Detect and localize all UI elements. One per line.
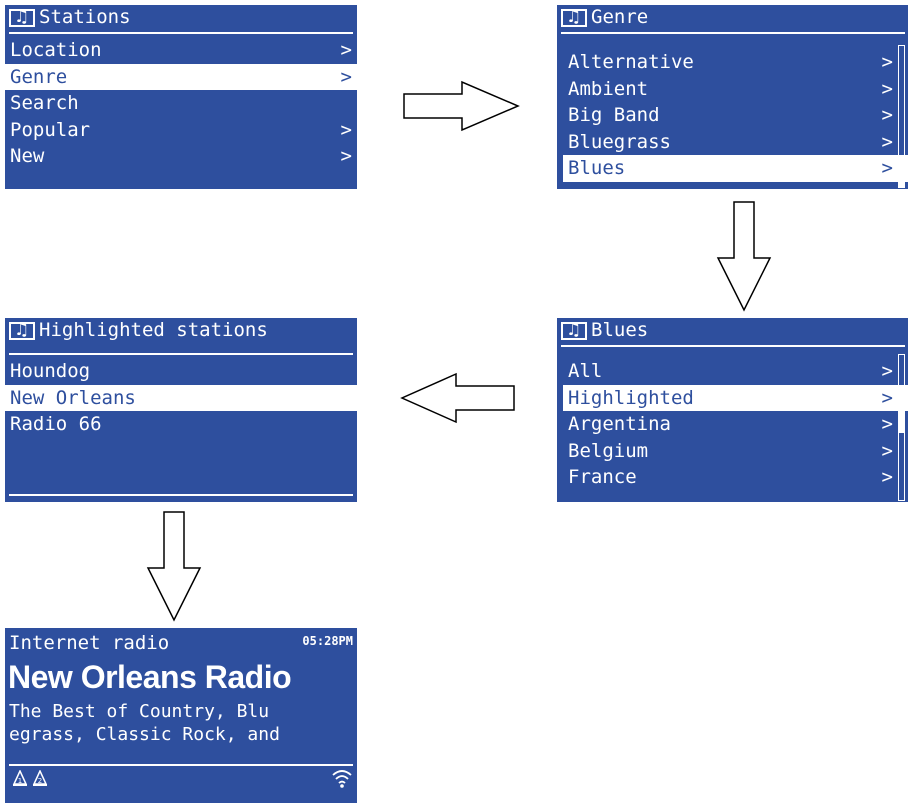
menu-item-label: All bbox=[568, 360, 603, 382]
header-divider bbox=[9, 32, 353, 34]
scrollbar[interactable] bbox=[898, 354, 905, 501]
menu-item[interactable]: Alternative > bbox=[563, 49, 908, 76]
music-note-icon bbox=[561, 6, 587, 28]
music-note-icon bbox=[9, 319, 35, 341]
chevron-right-icon: > bbox=[340, 39, 352, 61]
arrow-left-icon bbox=[400, 372, 515, 424]
menu-item[interactable]: New > bbox=[5, 143, 357, 170]
blues-header: Blues bbox=[561, 318, 905, 343]
chevron-right-icon: > bbox=[881, 466, 893, 488]
music-note-icon bbox=[9, 6, 35, 28]
blues-list: All>Highlighted>Argentina>Belgium>France… bbox=[563, 358, 908, 491]
genre-header: Genre bbox=[561, 5, 905, 30]
station-name: New Orleans Radio bbox=[8, 659, 292, 695]
menu-item-label: Big Band bbox=[568, 104, 660, 126]
screen-title: Blues bbox=[591, 319, 649, 341]
chevron-right-icon: > bbox=[340, 145, 352, 167]
menu-item-label: Genre bbox=[10, 65, 68, 88]
menu-item[interactable]: Popular > bbox=[5, 117, 357, 144]
screen-title: Highlighted stations bbox=[39, 319, 268, 341]
arrow-down-icon bbox=[146, 511, 202, 622]
description-line-1: The Best of Country, Blu bbox=[9, 701, 270, 722]
menu-item[interactable]: Big Band > bbox=[563, 102, 908, 129]
description-line-2: egrass, Classic Rock, and bbox=[9, 724, 280, 745]
header-divider bbox=[9, 353, 353, 355]
scrollbar-thumb[interactable] bbox=[899, 393, 904, 433]
menu-item-label: Argentina bbox=[568, 413, 671, 435]
menu-item-label: Highlighted bbox=[568, 386, 694, 409]
chevron-right-icon: > bbox=[881, 439, 893, 462]
alarm-1-number: 1 bbox=[18, 777, 22, 785]
chevron-right-icon: > bbox=[881, 386, 893, 409]
menu-item-label: Blues bbox=[568, 157, 626, 179]
menu-item[interactable]: Search bbox=[5, 90, 357, 117]
screen-title: Genre bbox=[591, 6, 649, 28]
menu-item[interactable]: Location > bbox=[5, 37, 357, 64]
menu-item-label: Bluegrass bbox=[568, 130, 671, 153]
header-divider bbox=[561, 32, 905, 34]
menu-item[interactable]: Highlighted > bbox=[563, 384, 908, 411]
menu-item[interactable]: Belgium > bbox=[563, 438, 908, 465]
chevron-right-icon: > bbox=[881, 51, 893, 73]
clock-time: 05:28PM bbox=[302, 634, 353, 648]
menu-item[interactable]: Argentina > bbox=[563, 411, 908, 438]
menu-item-label: France bbox=[568, 466, 637, 488]
arrow-right-icon bbox=[403, 80, 520, 132]
menu-item-label: Popular bbox=[10, 118, 91, 141]
chevron-right-icon: > bbox=[881, 77, 893, 100]
stations-screen: Stations Location>Genre>SearchPopular>Ne… bbox=[5, 5, 357, 189]
chevron-right-icon: > bbox=[881, 360, 893, 382]
chevron-right-icon: > bbox=[340, 118, 352, 141]
menu-item[interactable]: France > bbox=[563, 464, 908, 491]
genre-list: Alternative>Ambient>Big Band>Bluegrass>B… bbox=[563, 49, 908, 182]
arrow-down-icon bbox=[716, 201, 772, 312]
menu-item[interactable]: Blues > bbox=[563, 155, 908, 182]
chevron-right-icon: > bbox=[881, 104, 893, 126]
menu-item-label: Radio 66 bbox=[10, 413, 102, 435]
highlighted-header: Highlighted stations bbox=[9, 318, 353, 343]
footer-divider bbox=[9, 764, 353, 766]
alarm-2-number: 2 bbox=[38, 777, 42, 785]
chevron-right-icon: > bbox=[881, 130, 893, 153]
menu-item-label: New bbox=[10, 145, 45, 167]
menu-item-label: Location bbox=[10, 39, 102, 61]
menu-item-label: Belgium bbox=[568, 439, 649, 462]
chevron-right-icon: > bbox=[881, 413, 893, 435]
alarm-bell-icon: 1 bbox=[12, 770, 28, 786]
menu-item[interactable]: Houndog bbox=[5, 358, 357, 385]
menu-item[interactable]: Ambient > bbox=[563, 76, 908, 103]
menu-item[interactable]: Radio 66 bbox=[5, 411, 357, 438]
blues-screen: Blues All > Highlighted > Argentina > Belgium >… bbox=[557, 318, 908, 502]
now-playing-screen: Internet radio 05:28PM New Orleans Radio… bbox=[5, 628, 357, 803]
menu-item-label: New Orleans bbox=[10, 386, 136, 409]
menu-item-label: Ambient bbox=[568, 77, 649, 100]
wifi-icon bbox=[332, 770, 352, 788]
menu-item-label: Alternative bbox=[568, 51, 694, 73]
station-description: The Best of Country, Blu egrass, Classic… bbox=[9, 700, 353, 746]
chevron-right-icon: > bbox=[340, 65, 352, 88]
stations-header: Stations bbox=[9, 5, 353, 30]
music-note-icon bbox=[561, 319, 587, 341]
chevron-right-icon: > bbox=[881, 157, 893, 179]
menu-item[interactable]: New Orleans bbox=[5, 384, 357, 411]
scrollbar[interactable] bbox=[898, 45, 905, 188]
footer-divider bbox=[9, 494, 353, 496]
menu-item[interactable]: Genre > bbox=[5, 63, 357, 90]
genre-screen: Genre Alternative>Ambient>Big Band>Blueg… bbox=[557, 5, 908, 189]
scrollbar-thumb[interactable] bbox=[899, 164, 904, 188]
menu-item-label: Search bbox=[10, 92, 79, 114]
screen-title: Stations bbox=[39, 6, 131, 28]
menu-item[interactable]: All > bbox=[563, 358, 908, 385]
alarm-bell-icon: 2 bbox=[32, 770, 48, 786]
source-label: Internet radio bbox=[9, 632, 170, 654]
menu-item-label: Houndog bbox=[10, 360, 91, 382]
header-divider bbox=[561, 345, 905, 347]
menu-item[interactable]: Bluegrass > bbox=[563, 129, 908, 156]
